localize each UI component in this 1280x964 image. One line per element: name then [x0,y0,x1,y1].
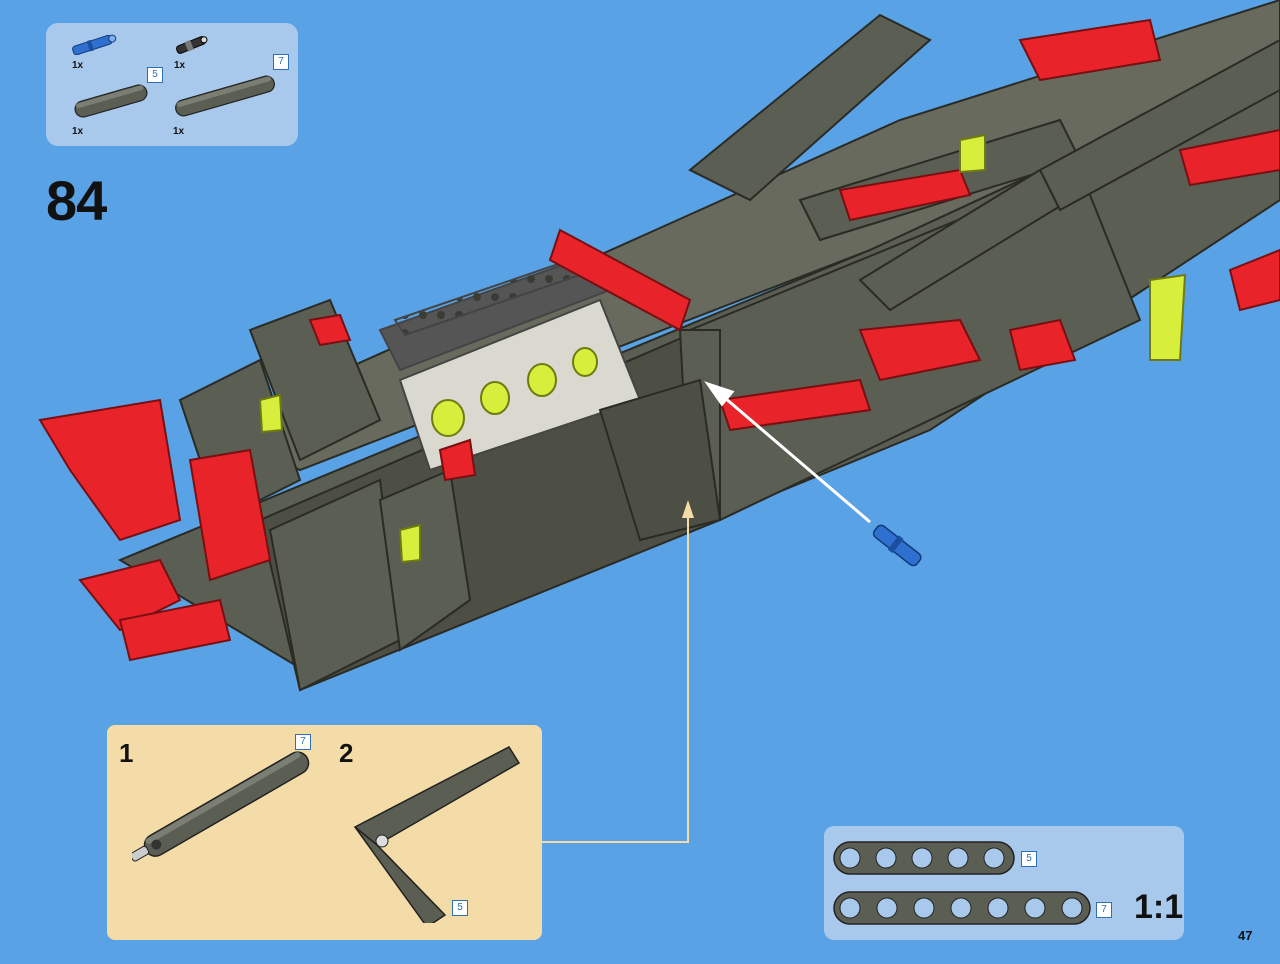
beam-7-scale-icon [833,891,1091,925]
part-qty: 1x [72,60,84,71]
beam-length-badge: 7 [273,54,289,70]
page-number: 47 [1238,928,1253,943]
step-number: 84 [46,169,107,232]
beam-length-badge: 5 [452,900,468,916]
part-qty: 1x [174,60,186,71]
scale-label: 1:1 [1134,888,1184,926]
sub-assembly-panel: 1 7 2 5 [107,725,542,940]
beam-length-badge: 5 [147,67,163,83]
beam-length-badge: 5 [1021,851,1037,867]
black-beam-5-icon [74,84,148,118]
angled-beam-assembly-icon [353,746,521,923]
part-qty: 1x [72,126,84,137]
beam-7-with-pin-icon [132,751,310,862]
part-qty: 1x [173,126,185,137]
black-beam-7-icon [175,75,275,117]
sub-step-number: 1 [119,738,134,768]
sub-step-number: 2 [339,738,354,768]
parts-list-panel: 1x 1x 5 1x 7 1x [46,23,298,146]
beam-length-badge: 7 [1096,902,1112,918]
black-pin-icon [175,36,208,54]
scale-reference-panel: 5 7 1:1 [824,826,1184,940]
beam-5-scale-icon [833,841,1015,875]
beam-length-badge: 7 [295,734,311,750]
blue-axle-pin-icon [72,34,117,55]
